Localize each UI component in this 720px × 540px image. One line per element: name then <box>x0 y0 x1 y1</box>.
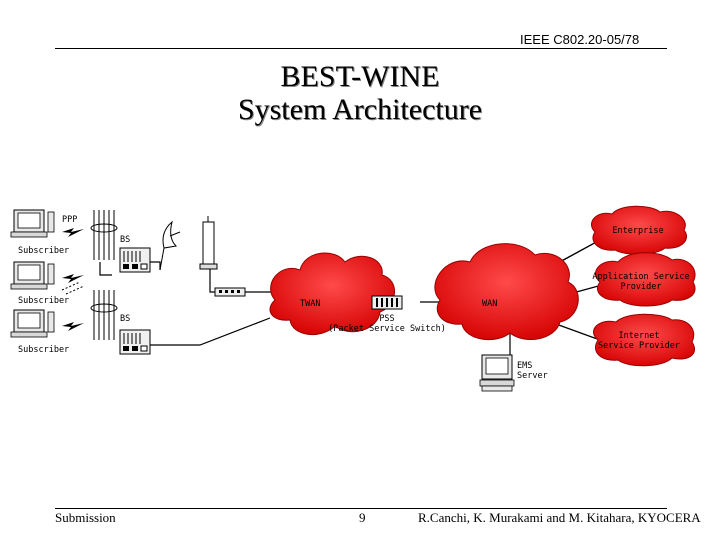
footer-page-number: 9 <box>359 510 366 525</box>
document-id: IEEE C802.20-05/78 <box>520 32 640 47</box>
ems-server-icon <box>479 354 515 392</box>
packet-service-switch-icon <box>371 295 403 310</box>
antenna-tower-icon-bottom <box>90 289 118 341</box>
footer-submission: Submission <box>55 510 116 525</box>
twan-label: TWAN <box>300 299 320 309</box>
asp-label-line-1: Application Service <box>592 272 689 282</box>
wireless-link-dashed <box>61 281 85 295</box>
wireless-link-icon-1 <box>62 228 84 237</box>
footer-authors: R.Canchi, K. Murakami and M. Kitahara, K… <box>418 510 701 525</box>
twan-cloud <box>269 252 395 336</box>
wireless-link-icon-2 <box>62 274 84 283</box>
title-line-1: BEST-WINE <box>280 60 440 93</box>
isp-label-line-1: Internet <box>619 331 660 341</box>
subscriber-label-2: Subscriber <box>18 296 69 306</box>
bs-unit-top <box>119 247 151 273</box>
subscriber-label-3: Subscriber <box>18 345 69 355</box>
dish-antenna-icon <box>159 220 181 271</box>
pss-label-line-2: (Packet Service Switch) <box>328 324 446 334</box>
wan-label: WAN <box>482 299 497 309</box>
subscriber-pc-1 <box>10 209 55 238</box>
slide-title: BEST-WINE System Architecture <box>0 60 720 126</box>
asp-label-line-2: Provider <box>621 282 662 292</box>
bs-label-bottom: BS <box>120 314 130 324</box>
wireless-link-icon-3 <box>62 322 84 331</box>
pss-label-line-1: PSS <box>379 314 394 324</box>
wan-cloud <box>434 243 579 341</box>
ems-label-line-1: EMS <box>517 361 532 371</box>
footer-rule <box>55 508 667 509</box>
bs-unit-bottom <box>119 329 151 355</box>
ems-label-line-2: Server <box>517 371 548 381</box>
ppp-label: PPP <box>62 215 77 225</box>
subscriber-label-1: Subscriber <box>18 246 69 256</box>
enterprise-cloud <box>590 205 688 255</box>
header-rule <box>55 48 667 49</box>
antenna-tower-icon-top <box>90 209 118 261</box>
internet-service-provider-cloud <box>593 313 695 367</box>
relay-mast-icon <box>199 216 218 270</box>
bs-label-top: BS <box>120 235 130 245</box>
edge-switch-icon <box>214 287 246 297</box>
subscriber-pc-3 <box>10 309 55 338</box>
subscriber-pc-2 <box>10 261 55 290</box>
title-line-2: System Architecture <box>237 93 483 126</box>
application-service-provider-cloud <box>595 252 696 307</box>
enterprise-label: Enterprise <box>612 226 663 236</box>
isp-label-line-2: Service Provider <box>598 341 680 351</box>
